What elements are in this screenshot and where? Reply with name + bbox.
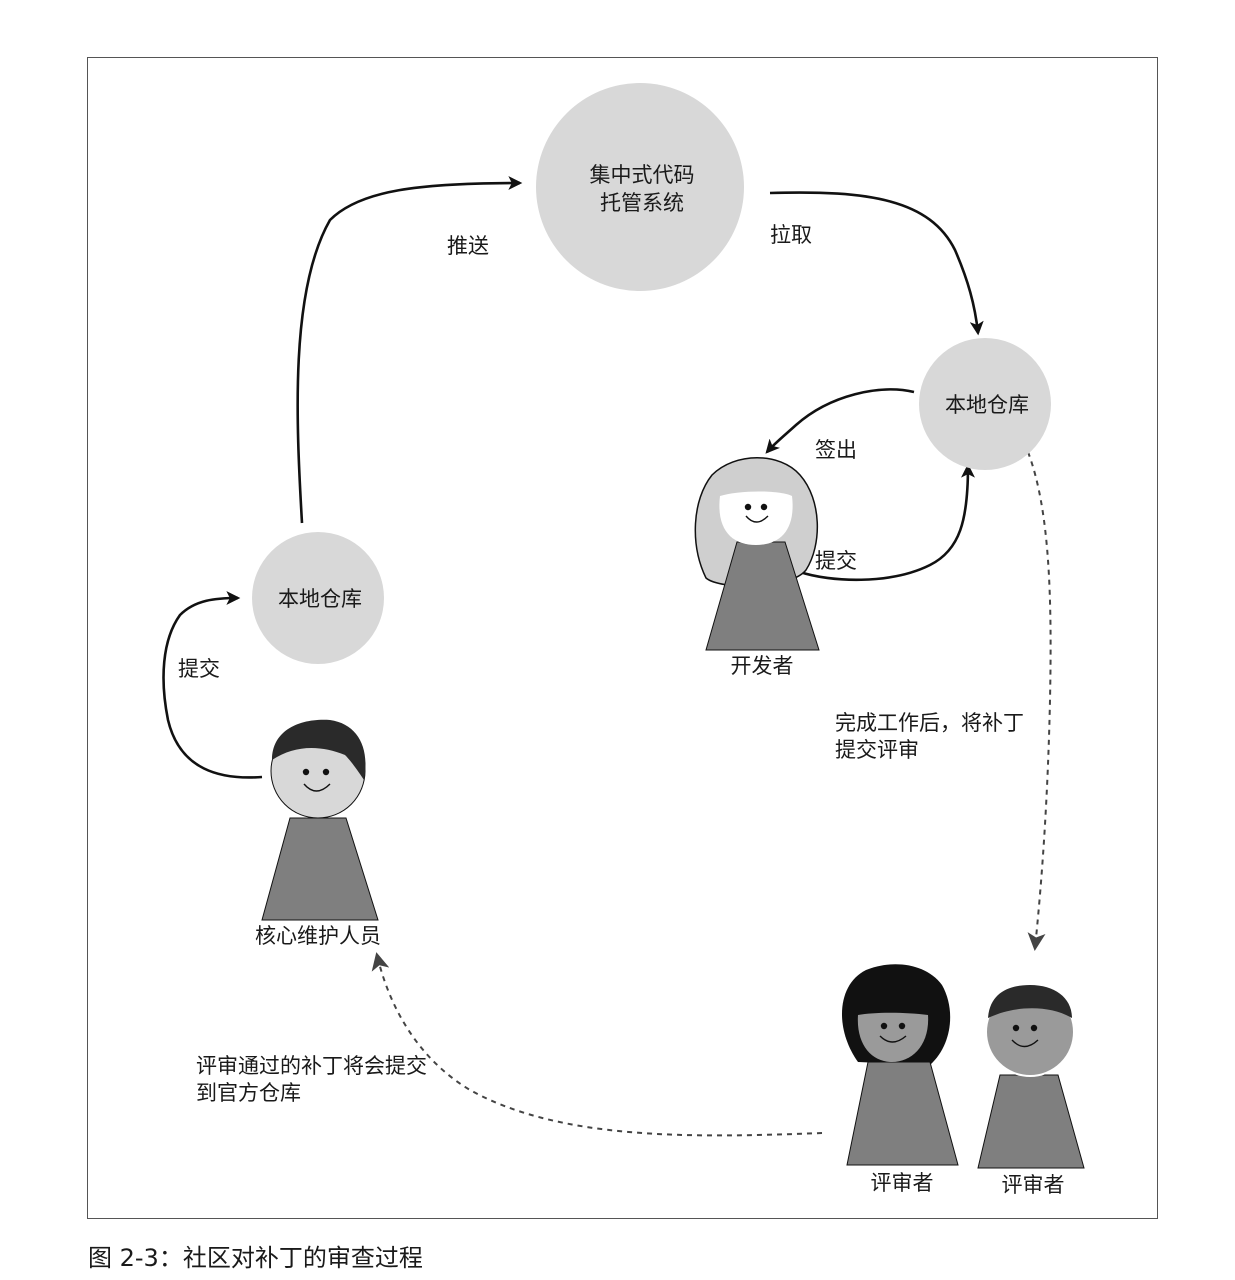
developer-face [719,491,793,545]
approved-arrow [371,952,823,1137]
developer-label: 开发者 [731,654,794,678]
commit-dev-arrow [799,463,975,582]
reviewer-1-body [846,1061,959,1166]
push-label: 推送 [447,234,489,258]
commit-core-label: 提交 [178,657,220,681]
core-maintainer-label: 核心维护人员 [255,924,381,948]
approved-label-line1: 评审通过的补丁将会提交 [196,1054,427,1078]
pull-label: 拉取 [770,223,812,247]
developer-figure: 开发者 [694,457,820,678]
process-diagram: 集中式代码 托管系统 本地仓库 本地仓库 开发者 核心维护人员 [162,83,1085,1197]
submit-review-arrow [1027,451,1052,951]
pull-arrow [769,191,984,336]
checkout-arrow [765,388,915,454]
reviewer-1-face [857,1012,929,1062]
core-maintainer-body [261,817,379,921]
core-maintainer-figure: 核心维护人员 [255,719,381,948]
push-arrow [296,176,523,524]
central-repo-node: 集中式代码 托管系统 [536,83,744,291]
reviewer-1-figure: 评审者 [841,964,959,1195]
central-repo-label-line2: 托管系统 [600,191,684,215]
reviewer-2-label: 评审者 [1002,1173,1065,1197]
dev-local-repo-label: 本地仓库 [945,393,1029,417]
checkout-label: 签出 [815,438,857,462]
figure-frame [87,57,1158,1219]
commit-dev-label: 提交 [815,549,857,573]
reviewer-2-hair [988,985,1072,1018]
core-maintainer-hair [272,719,366,780]
reviewer-1-label: 评审者 [871,1171,934,1195]
commit-core-arrow [162,591,263,779]
approved-label-line2: 到官方仓库 [196,1081,301,1105]
core-local-repo-label: 本地仓库 [278,587,362,611]
reviewer-2-body [977,1074,1085,1169]
figure-caption: 图 2-3：社区对补丁的审查过程 [88,1244,423,1272]
dev-local-repo-node: 本地仓库 [919,338,1051,470]
central-repo-label-line1: 集中式代码 [590,163,695,187]
submit-review-label-line2: 提交评审 [835,738,919,762]
reviewer-2-figure: 评审者 [977,985,1085,1197]
core-local-repo-node: 本地仓库 [252,532,384,664]
submit-review-label-line1: 完成工作后，将补丁 [835,711,1024,735]
